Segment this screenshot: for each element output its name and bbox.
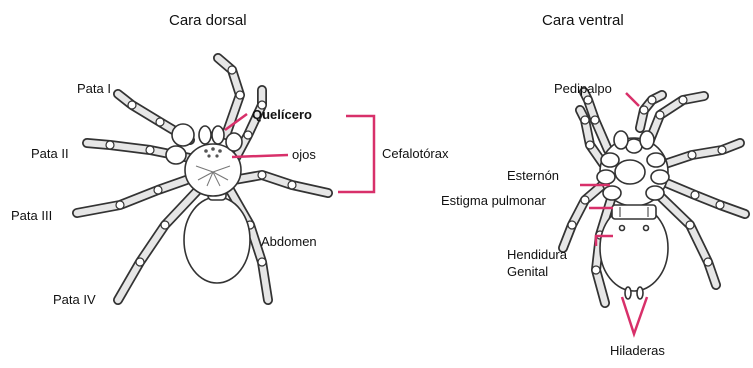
dorsal-title: Cara dorsal	[169, 12, 247, 29]
label-cefalotorax: Cefalotórax	[382, 146, 449, 161]
dorsal-cephalothorax-shape	[185, 144, 241, 196]
ventral-leg-4-right	[660, 196, 716, 285]
dorsal-pedipalp-base-left-2	[166, 146, 186, 164]
label-ojos: ojos	[292, 147, 316, 162]
dorsal-chelicera-right	[212, 126, 224, 144]
ventral-endite-left	[614, 131, 628, 149]
label-hiladeras: Hiladeras	[610, 343, 665, 358]
label-hendidura: Hendidura	[507, 247, 568, 262]
label-pata-4: Pata IV	[53, 292, 96, 307]
leader-pedipalpo	[626, 93, 639, 106]
label-pata-1: Pata I	[77, 81, 111, 96]
ventral-coxa	[597, 170, 615, 184]
ventral-coxa	[647, 153, 665, 167]
hiladeras-chevron	[622, 297, 647, 334]
label-quelicero: Quelícero	[252, 107, 312, 122]
ventral-stigma-area	[612, 205, 656, 219]
label-pata-3: Pata III	[11, 208, 52, 223]
ventral-endite-right	[640, 131, 654, 149]
ventral-coxa	[601, 153, 619, 167]
ventral-spinneret-right	[637, 287, 643, 299]
ventral-title: Cara ventral	[542, 12, 624, 29]
label-genital: Genital	[507, 264, 548, 279]
ventral-coxa	[651, 170, 669, 184]
ventral-coxa	[646, 186, 664, 200]
ventral-leg-2-right	[662, 143, 740, 165]
dorsal-leg-1-right	[218, 58, 244, 135]
dorsal-leg-3-right	[234, 171, 328, 193]
ventral-spinneret-left	[625, 287, 631, 299]
label-abdomen: Abdomen	[261, 234, 317, 249]
label-estigma-pulmonar: Estigma pulmonar	[441, 193, 546, 208]
ventral-coxa	[603, 186, 621, 200]
label-esternon: Esternón	[507, 168, 559, 183]
dorsal-pedipalp-base-left	[172, 124, 194, 146]
ventral-genital-spot	[644, 226, 649, 231]
dorsal-chelicera-left	[199, 126, 211, 144]
ventral-sternum-shape	[615, 160, 645, 184]
dorsal-abdomen-shape	[184, 197, 250, 283]
cefalotorax-bracket	[338, 116, 374, 192]
ventral-genital-spot	[620, 226, 625, 231]
dorsal-coxa-right	[226, 133, 242, 151]
label-pata-2: Pata II	[31, 146, 69, 161]
ventral-leg-1-right	[650, 96, 704, 140]
label-pedipalpo: Pedipalpo	[554, 81, 612, 96]
